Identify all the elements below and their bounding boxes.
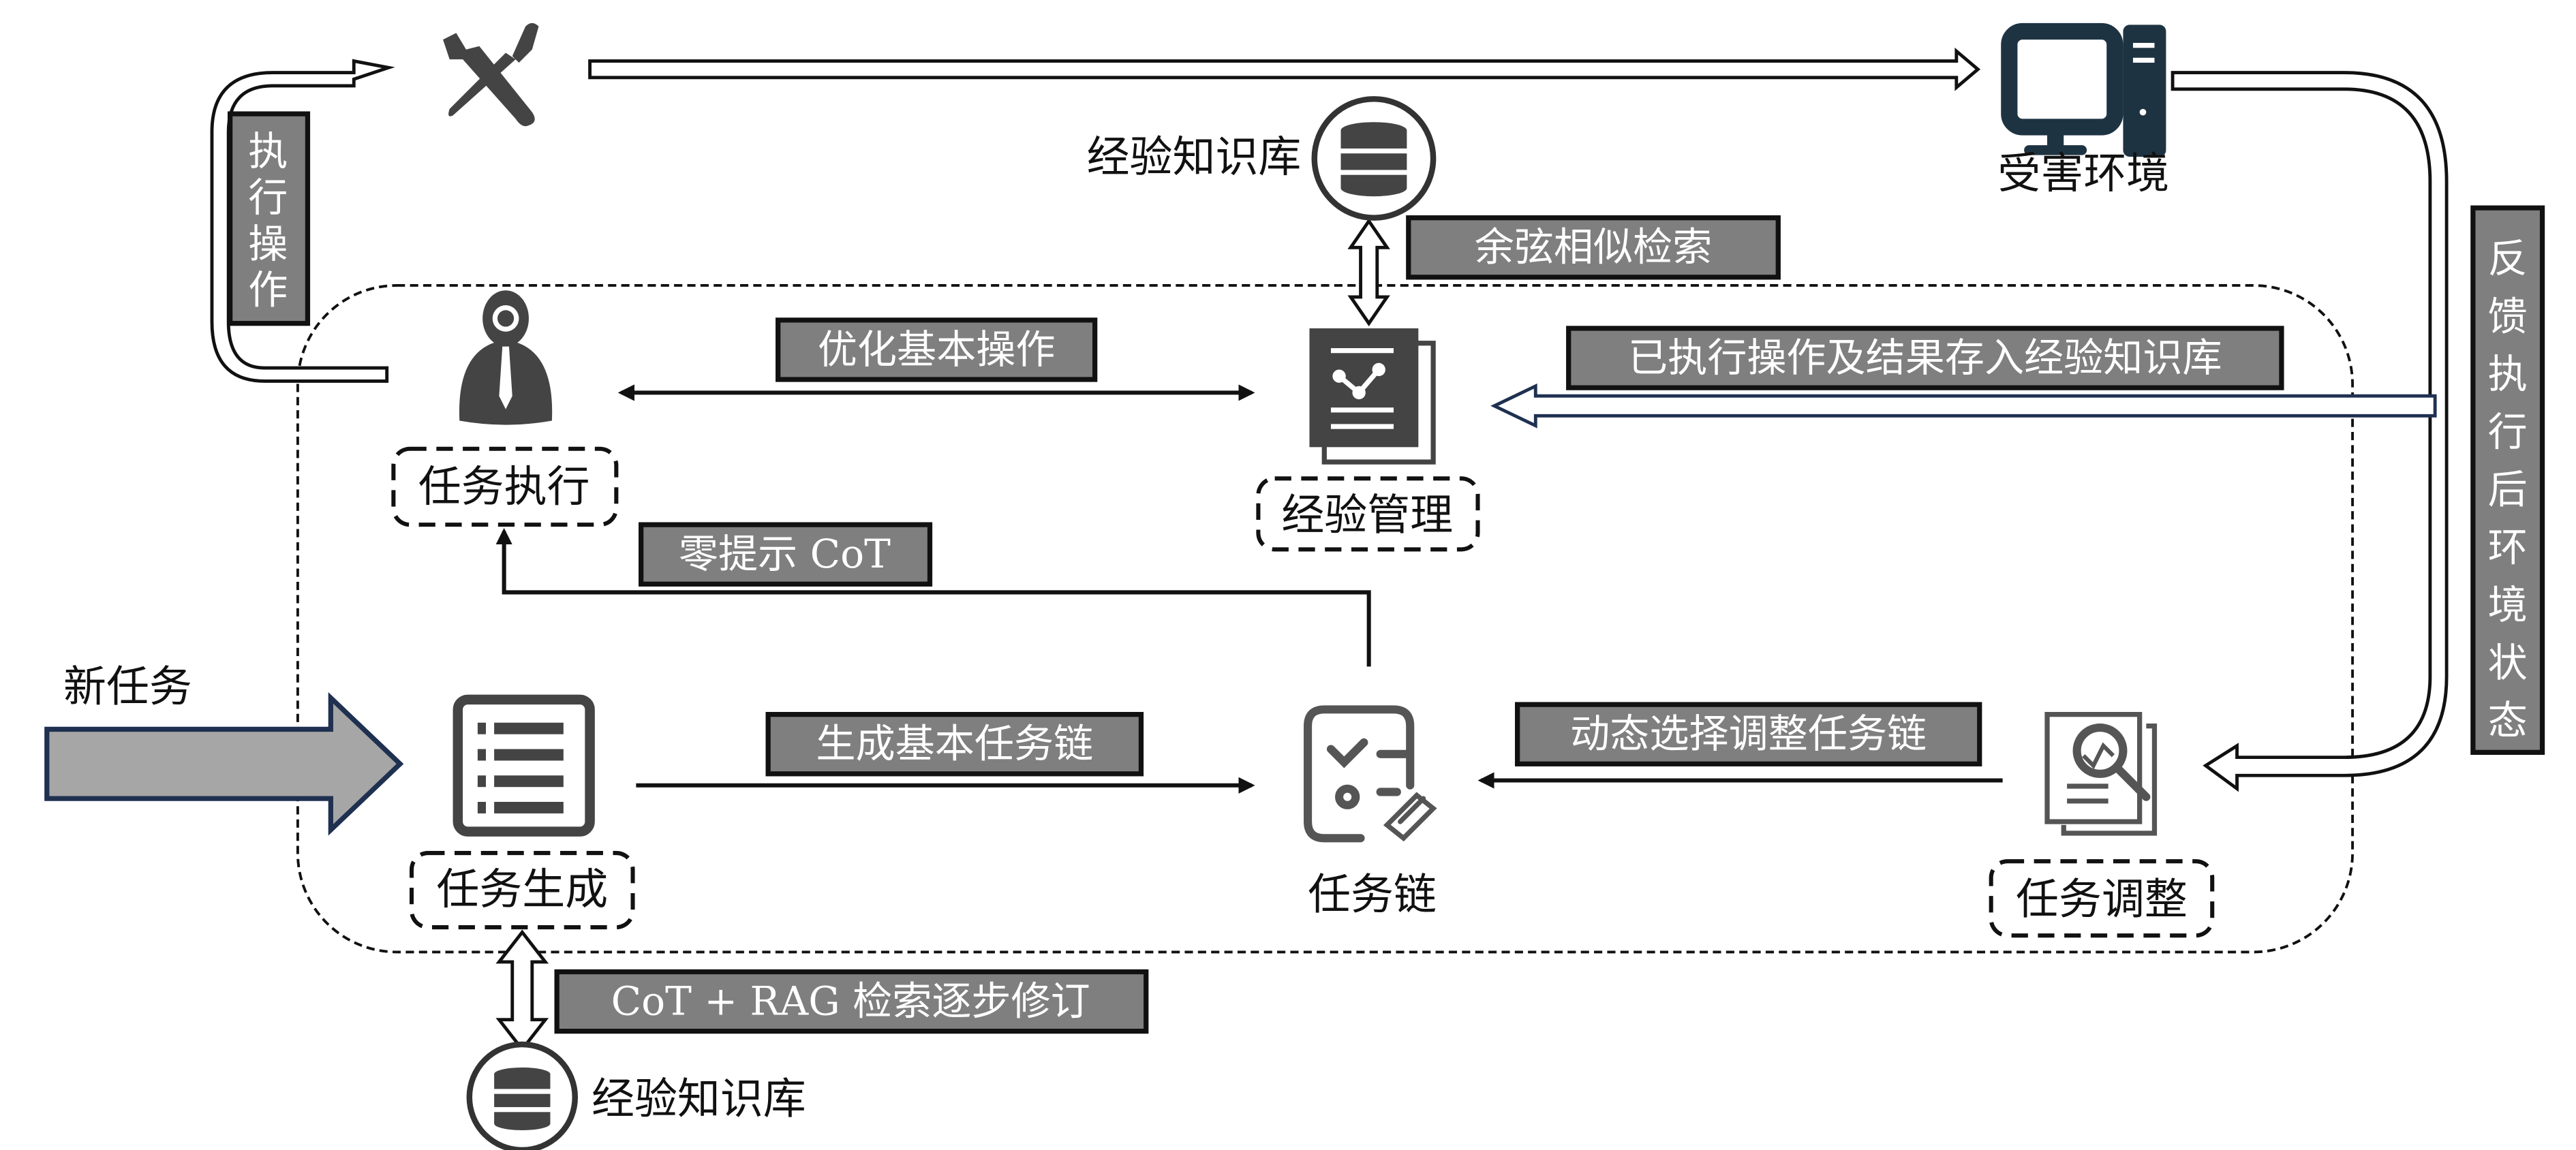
kb-exp-double-arrow [1347,218,1390,326]
zero-shot-box: 零提示 CoT [639,522,933,587]
execute-op-char-3: 操 [248,221,288,267]
tool-to-env-arrow [588,47,1981,91]
zero-shot-label: 零提示 CoT [679,531,891,577]
kb-top-label: 经验知识库 [1087,132,1302,182]
exp-mgmt-node[interactable]: 经验管理 [1256,476,1480,552]
desktop-computer-icon [2001,22,2166,157]
exp-mgmt-label: 经验管理 [1281,490,1453,540]
feedback-box: 反 馈 执 行 后 环 境 状 态 [2470,205,2545,755]
cot-rag-box: CoT + RAG 检索逐步修订 [554,969,1149,1034]
execute-op-char-2: 行 [248,174,288,221]
document-search-icon [2044,712,2158,836]
feedback-char: 状 [2488,640,2528,686]
database-icon [1311,96,1437,221]
list-document-icon [453,694,595,837]
store-box: 已执行操作及结果存入经验知识库 [1566,326,2284,390]
cosine-box: 余弦相似检索 [1406,215,1781,280]
feedback-char: 环 [2488,524,2528,570]
feedback-char: 行 [2488,409,2528,455]
checklist-link-icon [1304,705,1437,843]
task-adjust-node[interactable]: 任务调整 [1989,859,2215,938]
feedback-char: 态 [2488,698,2528,744]
person-gear-icon [459,290,553,425]
new-task-arrow [44,691,404,836]
gen-kb-double-arrow [495,929,549,1053]
store-to-exp-arrow [1490,383,2437,429]
adjust-box: 动态选择调整任务链 [1514,702,1982,766]
task-gen-node[interactable]: 任务生成 [409,851,635,930]
execute-op-box: 执 行 操 作 [227,111,311,326]
feedback-char: 馈 [2488,293,2528,339]
feedback-char: 反 [2488,236,2528,282]
store-label: 已执行操作及结果存入经验知识库 [1628,335,2222,381]
document-graph-icon [1309,328,1436,465]
cosine-label: 余弦相似检索 [1475,224,1713,270]
task-gen-label: 任务生成 [436,865,608,914]
victim-env-label: 受害环境 [1997,149,2169,198]
task-exec-label: 任务执行 [418,462,590,512]
zero-shot-arrow [495,527,1371,667]
env-to-adjust-arrow [2171,71,2449,792]
task-adjust-label: 任务调整 [2016,875,2188,924]
cot-rag-label: CoT + RAG 检索逐步修订 [611,978,1090,1024]
agent-system-boundary [296,284,2355,954]
task-chain-label: 任务链 [1308,869,1437,919]
optimize-label: 优化基本操作 [818,326,1056,373]
database-icon [466,1041,578,1150]
feedback-char: 境 [2488,582,2528,628]
new-task-label: 新任务 [63,662,192,711]
adjust-label: 动态选择调整任务链 [1570,711,1927,757]
gen-chain-box: 生成基本任务链 [765,712,1144,777]
task-exec-node[interactable]: 任务执行 [391,446,619,527]
kb-bottom-label: 经验知识库 [592,1074,806,1124]
exec-to-tool-arrow [210,59,395,383]
execute-op-char-4: 作 [248,267,288,313]
optimize-box: 优化基本操作 [776,317,1098,382]
feedback-char: 后 [2488,467,2528,513]
wrench-screwdriver-icon [443,22,539,127]
feedback-char: 执 [2488,351,2528,397]
gen-chain-label: 生成基本任务链 [816,721,1093,767]
execute-op-char-1: 执 [248,128,288,174]
